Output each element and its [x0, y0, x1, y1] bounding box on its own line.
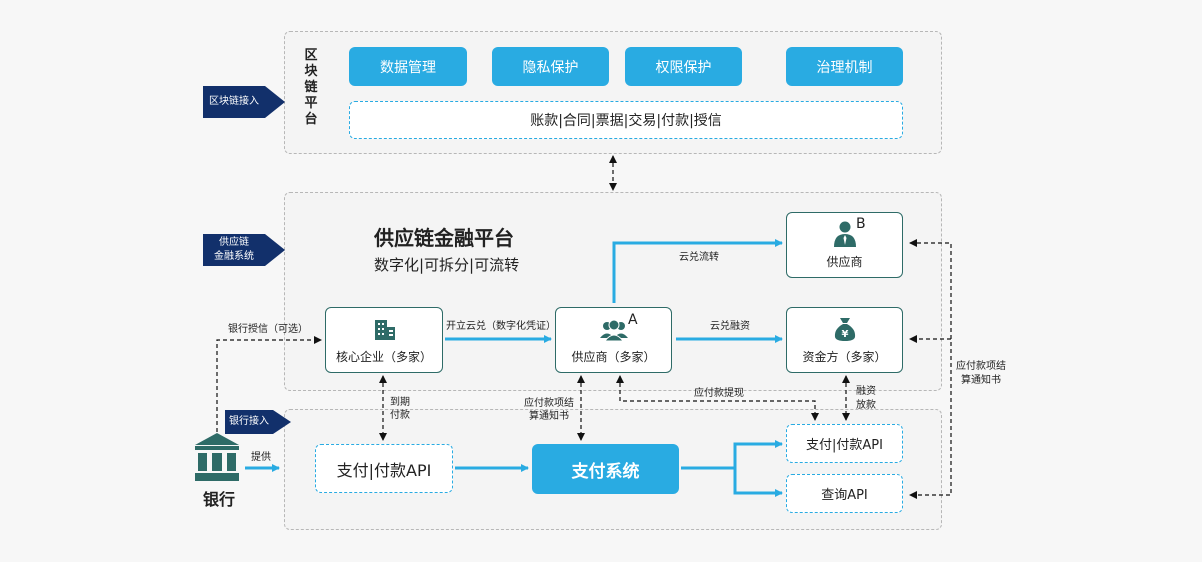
tag-scf-system: 供应链 金融系统 — [203, 234, 285, 266]
tag-scf-label-1: 供应链 — [219, 237, 249, 248]
tag-bank-label: 银行接入 — [229, 416, 269, 427]
label-due-payment-2: 付款 — [390, 410, 410, 421]
label-right-notice-2: 算通知书 — [961, 375, 1001, 386]
module-label: 权限保护 — [655, 59, 712, 76]
label-financing-2: 放款 — [856, 400, 876, 411]
arrow-to-query-api — [733, 468, 783, 497]
payment-system-label: 支付系统 — [571, 461, 640, 482]
arrow-bank-credit — [216, 336, 322, 432]
module-permission-protection: 权限保护 — [625, 47, 742, 86]
payment-api-label: 支付|付款API — [336, 460, 432, 480]
label-notice-1: 应付款项结 — [524, 398, 574, 409]
pay-api-label: 支付|付款API — [806, 438, 883, 453]
arrow-to-pay-api — [733, 440, 783, 468]
ledger-items-label: 账款|合同|票据|交易|付款|授信 — [530, 113, 722, 129]
module-label: 隐私保护 — [522, 59, 579, 76]
label-ap-reminder: 应付款提现 — [694, 388, 744, 399]
module-label: 数据管理 — [380, 59, 436, 76]
label-bank-credit: 银行授信（可选） — [228, 324, 308, 335]
payment-system-box: 支付系统 — [532, 444, 679, 494]
label-issue-cloud: 开立云兑（数字化凭证） — [446, 321, 556, 332]
funder-label: 资金方（多家） — [802, 350, 887, 364]
payment-api-box: 支付|付款API — [315, 444, 453, 493]
tag-blockchain-label: 区块链接入 — [209, 96, 259, 107]
supplier-a-mark: A — [628, 312, 638, 328]
tag-bank-access: 银行接入 — [225, 410, 291, 434]
arrow-cloud-transfer — [612, 239, 783, 303]
ledger-items-box: 账款|合同|票据|交易|付款|授信 — [349, 101, 903, 139]
supplier-b-mark: B — [856, 216, 866, 232]
group-icon — [600, 319, 628, 342]
label-due-payment-1: 到期 — [390, 397, 410, 408]
module-privacy-protection: 隐私保护 — [492, 47, 609, 86]
scf-subtitle: 数字化|可拆分|可流转 — [374, 256, 520, 274]
pay-api-box: 支付|付款API — [786, 424, 903, 463]
money-bag-icon: ¥ — [834, 318, 856, 341]
tag-blockchain-access: 区块链接入 — [203, 86, 285, 118]
arrow-right-notice — [909, 239, 952, 499]
funder-node: ¥ 资金方（多家） — [786, 307, 903, 373]
blockchain-title-char: 台 — [304, 112, 318, 127]
supplier-b-node: B 供应商 — [786, 212, 903, 278]
label-cloud-transfer: 云兑流转 — [679, 252, 719, 263]
supplier-b-label: 供应商 — [826, 255, 863, 269]
blockchain-title-char: 区 — [304, 48, 318, 63]
module-data-management: 数据管理 — [349, 47, 467, 86]
module-governance: 治理机制 — [786, 47, 903, 86]
label-notice-2: 算通知书 — [529, 411, 569, 422]
core-enterprise-node: 核心企业（多家） — [325, 307, 443, 373]
arrow-ap-reminder — [616, 375, 819, 421]
query-api-label: 查询API — [821, 488, 868, 503]
query-api-box: 查询API — [786, 474, 903, 513]
bank-icon — [195, 433, 239, 481]
scf-title: 供应链金融平台 — [374, 226, 514, 250]
blockchain-title-char: 链 — [304, 80, 318, 95]
blockchain-title-char: 块 — [304, 64, 318, 79]
supplier-a-node: A 供应商（多家） — [555, 307, 672, 373]
label-financing-1: 融资 — [856, 386, 876, 397]
building-icon — [375, 320, 395, 340]
person-icon — [834, 221, 856, 247]
blockchain-title: 区 块 链 平 台 — [303, 48, 319, 128]
svg-text:¥: ¥ — [842, 329, 849, 340]
core-enterprise-label: 核心企业（多家） — [335, 350, 432, 364]
tag-scf-label-2: 金融系统 — [214, 251, 254, 262]
module-label: 治理机制 — [816, 59, 873, 76]
label-cloud-financing: 云兑融资 — [710, 321, 750, 332]
supplier-a-label: 供应商（多家） — [571, 350, 656, 364]
bank-name: 银行 — [203, 490, 236, 509]
label-provide: 提供 — [251, 452, 271, 463]
blockchain-title-char: 平 — [304, 96, 318, 111]
label-right-notice-1: 应付款项结 — [956, 361, 1006, 372]
